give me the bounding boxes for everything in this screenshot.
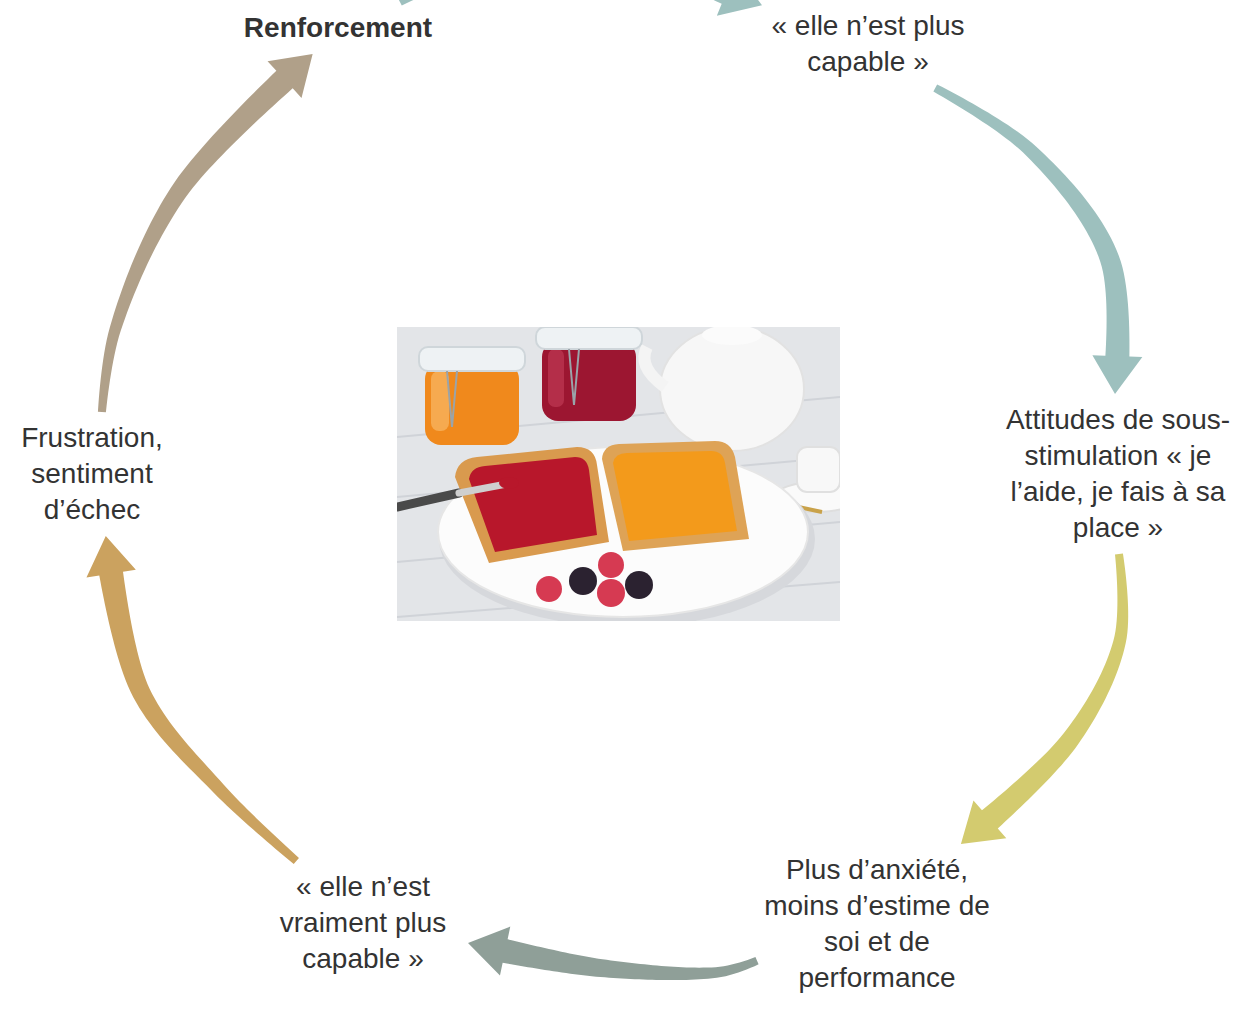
cycle-arrow xyxy=(98,54,313,412)
step-text: Frustration, sentiment d’échec xyxy=(13,420,171,528)
knife xyxy=(397,477,519,507)
step-text: Attitudes de sous-stimulation « je l’aid… xyxy=(1004,402,1232,546)
step-text: « elle n’est vraiment plus capable » xyxy=(264,869,462,977)
cycle-arrow xyxy=(468,927,759,981)
teapot xyxy=(644,327,804,451)
cycle-step: Renforcement xyxy=(223,2,453,54)
berries xyxy=(536,552,653,607)
cycle-step: « elle n’est plus capable » xyxy=(762,0,974,88)
cycle-arrow xyxy=(961,553,1128,844)
arrow-shape xyxy=(98,54,313,412)
red-jam-jar xyxy=(536,327,642,421)
step-text: Plus d’anxiété, moins d’estime de soi et… xyxy=(763,852,991,996)
cycle-arrow xyxy=(933,84,1142,394)
red-jam-toast xyxy=(455,447,609,563)
orange-jam-toast xyxy=(602,441,749,551)
arrow-shape xyxy=(86,536,298,864)
step-text: « elle n’est plus capable » xyxy=(768,8,968,80)
orange-jam-jar xyxy=(419,347,525,445)
cycle-arrow xyxy=(398,0,762,16)
arrow-shape xyxy=(398,0,762,16)
cycle-step: « elle n’est vraiment plus capable » xyxy=(258,861,468,985)
cycle-step: Plus d’anxiété, moins d’estime de soi et… xyxy=(757,844,997,1004)
breakfast-photo xyxy=(397,327,840,621)
cycle-step: Frustration, sentiment d’échec xyxy=(7,412,177,536)
arrow-shape xyxy=(468,927,759,981)
step-text: Renforcement xyxy=(229,10,447,46)
cycle-arrow xyxy=(86,536,298,864)
arrow-shape xyxy=(933,84,1142,394)
cycle-step: Attitudes de sous-stimulation « je l’aid… xyxy=(998,394,1238,554)
arrow-shape xyxy=(961,553,1128,844)
